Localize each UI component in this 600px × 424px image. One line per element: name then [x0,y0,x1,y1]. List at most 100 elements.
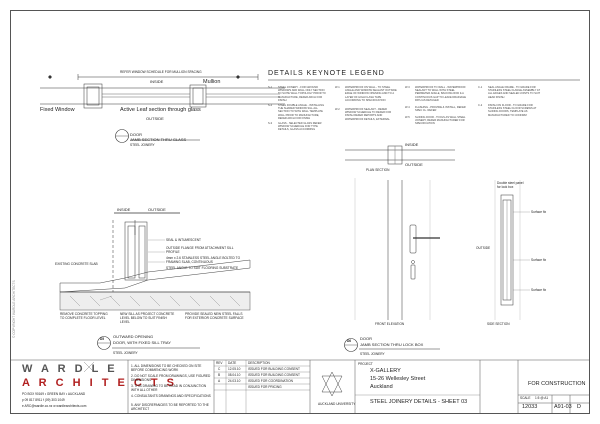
logo-architects: A R C H I T E C T S [22,377,177,389]
detail-c-double-steel-note: Double steel panel for lock box [497,181,524,189]
detail-a-inside-label: INSIDE [150,79,164,84]
detail-b-outside-label: OUTSIDE [148,207,166,212]
rev-row-3-date: 24.03.10 [228,379,241,383]
detail-b-title: OUTWARD OPENING [113,334,154,339]
address-line-2: p 09 817 8911 f (09) 303 1049 [22,398,65,402]
detail-c-number: D6 [347,339,352,343]
keynote-code-s2: S-2 [268,104,273,107]
general-note-5: 5. ANY DISCREPANCIES TO BE REPORTED TO T… [131,403,209,411]
detail-b-note-1: SEAL & INTUMESCENT [166,238,201,242]
scale-value: 1:5 @ A1 [535,396,549,400]
detail-a-label-marker [115,129,200,143]
rev-row-3-desc: ISSUED FOR COORDINATION [248,379,293,383]
detail-b-label-marker [97,336,200,350]
detail-a-outside-label: OUTSIDE [146,116,164,121]
rev-row-2-rev: B [218,373,221,377]
detail-c-side-note-2: Surface fix [531,258,547,262]
detail-b-note-2: OUTSIDE FLANGE FROM ATTACHMENT SILL PROF… [166,246,234,254]
project-city: Auckland [370,384,393,390]
detail-b-number: D5 [100,337,105,341]
detail-c-outside-side-label: OUTSIDE [476,246,491,250]
project-street: 15-26 Wellesley Street [370,376,426,382]
rev-row-1-desc: ISSUED FOR BUILDING CONSENT [248,367,300,371]
keynote-text-c2: FINISH ON FLOOR - TO GRADE FOR STAINLESS… [488,104,537,117]
address-line-3: e ARC@wardle.co.nz w wardlearchitects.co… [22,404,87,408]
keynote-code-w3: W-3 [405,86,410,89]
rev-row-1-date: 12.05.10 [228,367,241,371]
detail-c-title: DOOR [360,336,372,341]
detail-b-bottom-note-3: PROVIDE SEALED NEW STEEL FALLS FOR EXTER… [185,312,244,320]
general-note-1: 1. ALL DIMENSIONS TO BE CHECKED ON SITE … [131,364,202,372]
detail-b-bottom-note-2: NEW SILL AS PROJECT CONCRETE LEVEL BELOW… [120,312,175,324]
logo-wardle: W A R D L E [22,363,118,375]
detail-b-bottom-note-1: REMOVE CONCRETE TOPPING TO COMPLETE FLOO… [60,312,108,320]
status-stamp: FOR CONSTRUCTION [528,381,586,387]
address-line-1: PO BOX 90169 • GREEN BAY • AUCKLAND [22,392,86,396]
keynote-code-s3: S-3 [268,122,273,125]
detail-b-note-3: 4mm x 2.6 STAINLESS STEEL ANGLE BOLTED T… [166,256,241,264]
detail-a-dimension-note: REFER WINDOW SCHEDULE FOR MULLION SPACIN… [120,70,202,74]
detail-b-note-4: STEEL ANGLE TO SUIT FLOORING SUBSTRATE [166,266,239,270]
general-note-3: 3. THIS DRAWING TO BE READ IN CONJUNCTIO… [131,384,207,392]
detail-c-side-note-3: Surface fix [531,288,547,292]
rev-row-4-desc: ISSUED FOR PRICING [248,385,282,389]
keynote-text-s1: STEEL JOINERY - FOR GROUND WINDOWS AND W… [278,86,326,102]
project-label: PROJECT [358,362,373,366]
keynote-code-w2: W-2 [335,108,340,111]
copyright-side-text: © COPYRIGHT WARDLE ARCHITECTS [12,280,16,338]
title-block-frame [10,359,590,414]
keynote-code-w1: W-1 [335,86,340,89]
rev-row-1-rev: C [218,367,221,371]
rev-header-desc: DESCRIPTION [248,361,270,365]
drawing-sheet [10,10,590,414]
detail-b-series: STEEL JOINERY [113,351,138,355]
general-note-2: 2. DO NOT SCALE FROM DRAWINGS, USE FIGUR… [131,374,211,382]
detail-a-series: STEEL JOINERY [130,143,155,147]
detail-b-drawing [59,212,251,311]
detail-b-left-note: EXISTING CONCRETE SLAB [55,262,98,266]
rev-row-2-desc: ISSUED FOR BUILDING CONSENT [248,373,300,377]
drawing-number: A91-03 [554,404,572,410]
keynote-text-s3: GLASS - SELECTED GLASS REFER WINDOW SCHE… [278,122,322,132]
keynote-code-w5: W-5 [405,116,410,119]
keynote-text-w4: FLASHING - PROVIDE & INSTALL, REFER SPEC… [415,106,466,113]
detail-a-fixed-window-label: Fixed Window [40,107,75,113]
keynote-code-c2: C-2 [478,104,483,107]
keynote-text-w3: WATERPROOF TO WALL - WATERPROOF SEALANT … [415,86,466,102]
rev-row-2-date: 08.04.10 [228,373,241,377]
general-note-4: 4. CONSULTANTS DRAWINGS AND SPECIFICATIO… [131,394,211,398]
consultant-logo [321,371,343,397]
sheet-title: STEEL JOINERY DETAILS - SHEET 03 [370,399,468,405]
keynote-text-w1: WATERPROOF ON WALL - TO STEEL ANGLE AND … [345,86,397,102]
keynote-code-w4: W-4 [405,106,410,109]
rev-row-3-rev: A [218,379,221,383]
keynote-text-s2: STEEL DOUBLE ANGLE - INSTALLING THE SHAR… [278,104,325,120]
detail-c-side-section-label: SIDE SECTION [487,322,510,326]
keynote-heading: DETAILS KEYNOTE LEGEND [268,70,385,77]
detail-a-subtitle: JAMB SECTION THRU GLASS [130,137,187,142]
keynote-item-s1: S-1 [268,86,273,89]
detail-c-label-marker [344,338,440,352]
keynote-text-w2: WATERPROOF SEALANT - REFER WINDOW SCHEDU… [345,108,392,121]
detail-a-drawing [40,74,285,109]
detail-c-subtitle: JAMB SECTION THRU LOCK BOX [360,342,424,347]
detail-c-outside-label: OUTSIDE [405,162,423,167]
detail-c-drawing [345,145,530,320]
keynote-code-c1: C-1 [478,86,483,89]
detail-c-side-note-1: Surface fix [531,210,547,214]
detail-b-subtitle: DOOR, WITH FIXED SILL TRAY [113,340,171,345]
detail-c-plan-section-label: PLAN SECTION [366,168,390,172]
detail-b-inside-label: INSIDE [117,207,131,212]
detail-a-active-leaf-label: Active Leaf section through glass [120,107,201,113]
rev-header-date: DATE [228,361,237,365]
revision-letter: D [577,404,581,410]
detail-c-inside-label: INSIDE [405,142,419,147]
consultant-name: AUCKLAND UNIVERSITY [318,402,356,406]
job-number: 12033 [522,404,538,410]
detail-c-series: STEEL JOINERY [360,352,385,356]
wardle-logo-mark [83,361,95,373]
keynote-text-w5: SLIDING DOOR - TOOLS AS WALL STEEL JOINE… [415,116,466,126]
project-name: X-GALLERY [370,368,401,374]
detail-a-title: DOOR [130,132,142,137]
